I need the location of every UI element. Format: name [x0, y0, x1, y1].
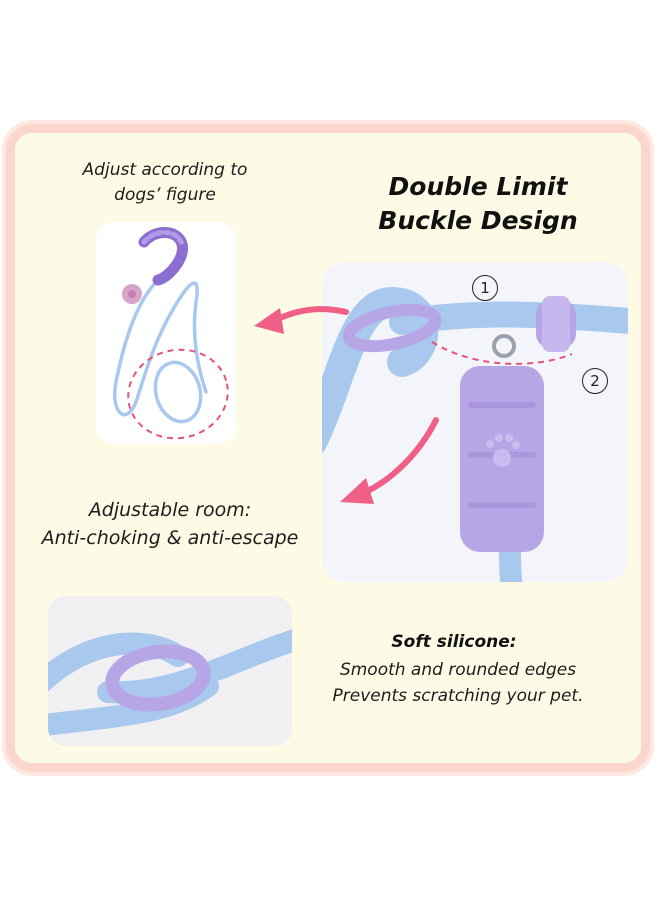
silicone-closeup-image [48, 596, 292, 746]
title-line2: Buckle Design [378, 206, 578, 235]
buckle-illustration [322, 286, 628, 582]
soft-silicone-title: Soft silicone: [391, 632, 517, 652]
title-line1: Double Limit [388, 172, 568, 201]
leash-illustration [113, 227, 229, 440]
soft-silicone-line1: Smooth and rounded edges [339, 660, 577, 680]
buckle-design-title: Double Limit Buckle Design [366, 170, 590, 238]
buckle-closeup-image [322, 262, 628, 582]
limit-dashed-arc [431, 341, 573, 365]
adjust-caption-line1: Adjust according to [82, 160, 248, 180]
room-line1: Adjustable room: [88, 499, 252, 521]
marker-2: 2 [582, 368, 608, 394]
adjustable-room-caption: Adjustable room: Anti-choking & anti-esc… [20, 496, 320, 552]
adjust-caption: Adjust according to dogs’ figure [60, 158, 270, 208]
arrow-left-icon [273, 306, 349, 323]
silicone-illustration [48, 629, 292, 736]
soft-silicone-line2: Prevents scratching your pet. [332, 686, 584, 706]
adjust-caption-line2: dogs’ figure [114, 185, 216, 205]
leash-overview-image [96, 222, 236, 444]
marker-1: 1 [472, 275, 498, 301]
arrow-down-left-icon [363, 417, 439, 495]
room-line2: Anti-choking & anti-escape [41, 527, 299, 549]
